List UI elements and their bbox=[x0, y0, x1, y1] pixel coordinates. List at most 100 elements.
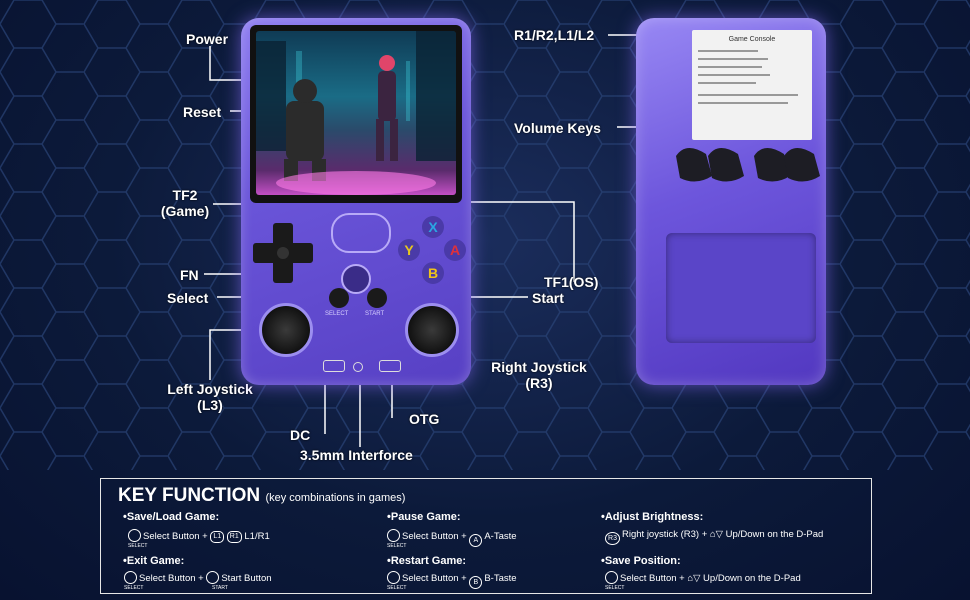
r1-badge: R1 bbox=[226, 531, 242, 543]
button-y-letter: Y bbox=[404, 242, 414, 258]
select-button-icon bbox=[387, 529, 400, 542]
label-start: Start bbox=[532, 290, 564, 306]
l1-badge: L1 bbox=[210, 531, 225, 543]
audio-jack bbox=[353, 362, 363, 372]
save-position-combo: Select Button + ⌂▽ Up/Down on the D-Pad bbox=[605, 571, 801, 584]
speaker-grille bbox=[331, 213, 391, 253]
label-select: Select bbox=[167, 290, 209, 306]
exit-text: Select Button + bbox=[139, 573, 204, 584]
a-button-icon: A bbox=[469, 534, 483, 547]
brightness-text: Right joystick (R3) + bbox=[622, 529, 708, 540]
button-a-letter: A bbox=[449, 242, 461, 258]
d-pad[interactable] bbox=[253, 223, 313, 283]
exit-suffix: Start Button bbox=[221, 573, 272, 584]
button-x[interactable]: X bbox=[422, 216, 444, 238]
exit-caption2: START bbox=[212, 585, 228, 591]
sticker-line bbox=[698, 66, 762, 68]
up-arrow-icon: ⌂ bbox=[709, 529, 716, 540]
label-shoulder-buttons: R1/R2,L1/L2 bbox=[514, 27, 595, 43]
restart-caption: SELECT bbox=[387, 585, 407, 591]
select-print: SELECT bbox=[325, 311, 349, 317]
label-left-joystick: Left Joystick (L3) bbox=[160, 381, 260, 413]
restart-text: Select Button + bbox=[402, 573, 467, 584]
label-tf2-line2: (Game) bbox=[160, 203, 210, 219]
restart-heading: •Restart Game: bbox=[387, 555, 467, 567]
save-load-text: Select Button + bbox=[143, 531, 208, 542]
save-position-suffix: Up/Down on the D-Pad bbox=[703, 573, 801, 584]
select-button-icon bbox=[124, 571, 137, 584]
shoulder-buttons[interactable] bbox=[666, 136, 826, 216]
start-button-icon bbox=[206, 571, 220, 584]
restart-suffix: B-Taste bbox=[484, 573, 517, 584]
save-load-combo: Select Button + L1 R1 L1/R1 bbox=[128, 529, 270, 543]
label-jack: 3.5mm Interforce bbox=[300, 447, 413, 463]
button-a[interactable]: A bbox=[444, 239, 466, 261]
select-button-icon bbox=[605, 571, 618, 584]
screen-bezel bbox=[250, 25, 462, 203]
sticker-line bbox=[698, 74, 770, 76]
b-button-icon: B bbox=[469, 576, 483, 589]
exit-combo: Select Button + Start Button bbox=[124, 571, 272, 584]
sticker-line bbox=[698, 82, 756, 84]
select-button[interactable] bbox=[329, 288, 349, 308]
back-label-sticker: Game Console bbox=[692, 30, 812, 140]
sticker-line bbox=[698, 50, 758, 52]
save-load-suffix: L1/R1 bbox=[244, 531, 270, 542]
select-button-icon bbox=[387, 571, 400, 584]
label-fn: FN bbox=[180, 267, 199, 283]
game-scene-image bbox=[256, 31, 456, 195]
save-position-caption: SELECT bbox=[605, 585, 625, 591]
game-screen bbox=[256, 31, 456, 195]
label-right-joystick-line1: Right Joystick bbox=[491, 359, 587, 375]
pause-text: Select Button + bbox=[402, 531, 467, 542]
button-b[interactable]: B bbox=[422, 262, 444, 284]
dc-port bbox=[323, 360, 345, 372]
label-tf2-line1: TF2 bbox=[172, 187, 198, 203]
button-y[interactable]: Y bbox=[398, 239, 420, 261]
button-b-letter: B bbox=[427, 265, 439, 281]
save-position-text: Select Button + bbox=[620, 573, 685, 584]
sticker-title: Game Console bbox=[728, 36, 776, 43]
up-arrow-icon: ⌂ bbox=[687, 573, 694, 584]
exit-heading: •Exit Game: bbox=[123, 555, 185, 567]
label-tf1: TF1(OS) bbox=[544, 274, 599, 290]
start-print: START bbox=[365, 311, 385, 317]
pause-suffix: A-Taste bbox=[484, 531, 517, 542]
key-function-panel: KEY FUNCTION (key combinations in games)… bbox=[100, 478, 872, 594]
brightness-suffix: Up/Down on the D-Pad bbox=[725, 529, 824, 540]
label-power: Power bbox=[186, 31, 229, 47]
label-dc: DC bbox=[290, 427, 311, 443]
start-button[interactable] bbox=[367, 288, 387, 308]
label-right-joystick-line2: (R3) bbox=[525, 375, 553, 391]
label-left-joystick-line2: (L3) bbox=[197, 397, 223, 413]
save-load-heading: •Save/Load Game: bbox=[123, 511, 220, 523]
left-joystick[interactable] bbox=[259, 303, 313, 357]
console-front: X Y A B SELECT START bbox=[241, 18, 471, 385]
exit-caption: SELECT bbox=[124, 585, 144, 591]
pause-caption: SELECT bbox=[387, 543, 407, 549]
button-x-letter: X bbox=[428, 219, 438, 235]
pause-heading: •Pause Game: bbox=[387, 511, 461, 523]
brightness-heading: •Adjust Brightness: bbox=[601, 511, 704, 523]
r3-button-icon: R3 bbox=[605, 532, 620, 545]
label-tf2: TF2 (Game) bbox=[154, 187, 216, 219]
console-back: Game Console bbox=[636, 18, 826, 385]
key-function-title-text: KEY FUNCTION bbox=[118, 485, 261, 506]
save-position-heading: •Save Position: bbox=[601, 555, 681, 567]
right-joystick[interactable] bbox=[405, 303, 459, 357]
otg-port bbox=[379, 360, 401, 372]
down-arrow-icon: ▽ bbox=[715, 529, 723, 540]
down-arrow-icon: ▽ bbox=[693, 573, 701, 584]
key-function-subtitle: (key combinations in games) bbox=[265, 492, 406, 504]
label-volume-keys: Volume Keys bbox=[514, 120, 601, 136]
sticker-line bbox=[698, 58, 768, 60]
select-button-icon bbox=[128, 529, 141, 542]
key-function-title: KEY FUNCTION (key combinations in games) bbox=[118, 485, 405, 507]
fn-button[interactable] bbox=[341, 264, 371, 294]
save-load-caption: SELECT bbox=[128, 543, 148, 549]
battery-cover bbox=[666, 233, 816, 343]
